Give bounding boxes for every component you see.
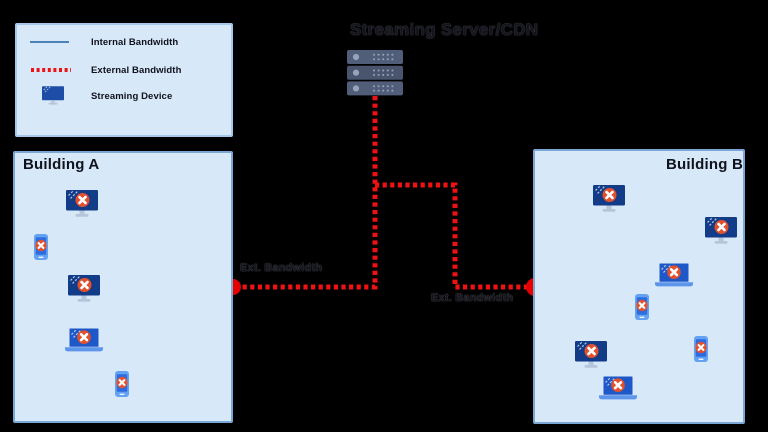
legend-label: Internal Bandwidth	[91, 36, 179, 48]
legend-item-streaming-device: Streaming Device	[30, 83, 172, 109]
building-b-box	[533, 149, 745, 424]
monitor-error-icon	[68, 275, 100, 310]
external-bandwidth-line-sample	[30, 67, 78, 73]
ext-bandwidth-label-right: Ext. Bandwidth	[431, 292, 514, 304]
phone-error-icon	[694, 336, 708, 367]
building-a-title: Building A	[23, 156, 100, 173]
server-rack-icon	[347, 50, 403, 101]
legend-label: External Bandwidth	[91, 64, 182, 76]
monitor-error-icon	[575, 341, 607, 376]
server-title: Streaming Server/CDN	[350, 20, 539, 39]
building-b-title: Building B	[666, 156, 743, 173]
legend-box: Internal Bandwidth External Bandwidth St…	[15, 23, 233, 137]
phone-error-icon	[635, 294, 649, 325]
ext-bandwidth-label-left: Ext. Bandwidth	[240, 262, 323, 274]
external-bandwidth-line	[375, 182, 533, 290]
laptop-error-icon	[655, 262, 693, 292]
streaming-device-monitor-icon	[30, 85, 78, 107]
legend-label: Streaming Device	[91, 90, 173, 102]
monitor-error-icon	[66, 190, 98, 225]
monitor-error-icon	[705, 217, 737, 252]
internal-bandwidth-line-sample	[30, 41, 78, 43]
phone-error-icon	[34, 234, 48, 265]
laptop-error-icon	[599, 375, 637, 405]
phone-error-icon	[115, 371, 129, 402]
monitor-error-icon	[593, 185, 625, 220]
legend-item-external-bandwidth: External Bandwidth	[30, 60, 181, 80]
laptop-error-icon	[65, 327, 103, 357]
legend-item-internal-bandwidth: Internal Bandwidth	[30, 32, 178, 52]
external-bandwidth-line	[235, 96, 378, 290]
